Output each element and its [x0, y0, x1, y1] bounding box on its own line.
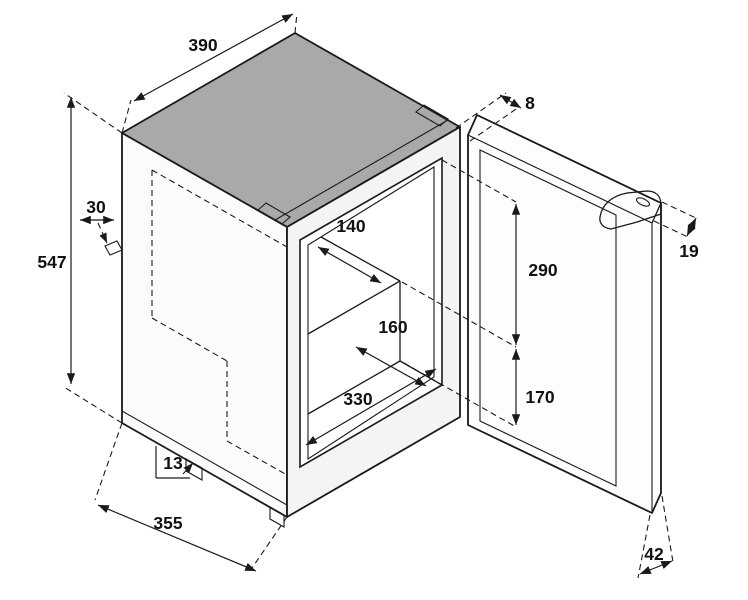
dim-label-step-height: 170	[525, 387, 554, 407]
foot-front	[269, 506, 285, 528]
dim-hinge-gap-8: 8	[455, 92, 535, 142]
hinge-plate-left	[257, 202, 291, 225]
dim-label-height: 547	[37, 252, 66, 272]
dim-door-thickness-42: 42	[637, 495, 674, 579]
dim-label-door-thickness: 42	[644, 544, 664, 564]
hinge-bracket	[599, 190, 662, 230]
dim-label-inner-top-depth: 140	[336, 216, 365, 236]
mounting-tab	[104, 240, 123, 256]
base-plinth-line	[121, 410, 288, 506]
dim-width-390: 390	[121, 12, 298, 134]
dim-label-side-offset: 30	[86, 197, 106, 217]
dim-side-offset-30: 30	[80, 197, 114, 244]
dim-label-step-depth: 160	[378, 317, 407, 337]
dim-door-edge-19: 19	[653, 201, 699, 261]
open-door	[467, 114, 662, 514]
dim-label-inner-width: 330	[343, 389, 372, 409]
dim-inner-top-depth-140: 140	[317, 216, 382, 284]
dim-label-hinge-gap: 8	[525, 93, 535, 113]
cabinet-body	[104, 32, 462, 528]
door-inner-panel-line	[479, 149, 617, 487]
dim-height-547: 547	[37, 92, 123, 424]
dim-inner-width-330: 330	[305, 368, 437, 446]
dim-depth-355: 355	[94, 422, 288, 572]
dim-inner-height-290: 290	[401, 159, 558, 348]
door-panel	[467, 114, 662, 514]
dim-label-foot-height: 13	[163, 453, 183, 473]
dim-label-width: 390	[188, 35, 217, 55]
hinge-plate-right	[415, 104, 449, 127]
dim-foot-height-13: 13	[155, 446, 194, 479]
dim-label-door-edge: 19	[679, 241, 699, 261]
dim-label-depth: 355	[153, 513, 182, 533]
door-side-edge-strip	[651, 202, 662, 514]
hidden-interior-profile	[151, 169, 288, 476]
dim-label-inner-height: 290	[528, 260, 557, 280]
hinge-slot	[635, 197, 651, 207]
